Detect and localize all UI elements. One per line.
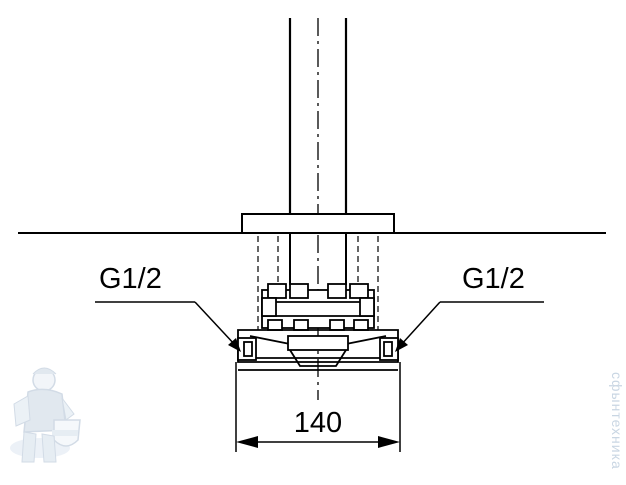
dimension-extension-lines <box>235 362 401 452</box>
connection-fitting-right <box>379 337 399 361</box>
watermark-vertical-text: сфынтехника <box>609 372 625 470</box>
plumber-mascot-logo <box>10 367 81 463</box>
connection-fitting-left <box>237 337 257 361</box>
leader-right-arrow <box>395 338 408 352</box>
leader-left <box>95 301 237 347</box>
flange-plate <box>241 213 395 234</box>
dimension-arrow-left <box>236 436 258 448</box>
nuts <box>261 283 375 331</box>
leader-right <box>399 301 544 347</box>
dimension-arrow-right <box>378 436 400 448</box>
riser-pipe <box>288 18 348 214</box>
dimension-label-140: 140 <box>294 407 342 439</box>
hidden-body-outline <box>257 236 379 330</box>
label-g12-right: G1/2 <box>462 263 525 295</box>
label-g12-left: G1/2 <box>99 263 162 295</box>
leader-left-arrow <box>228 338 241 352</box>
pipe-continuation <box>289 233 347 285</box>
